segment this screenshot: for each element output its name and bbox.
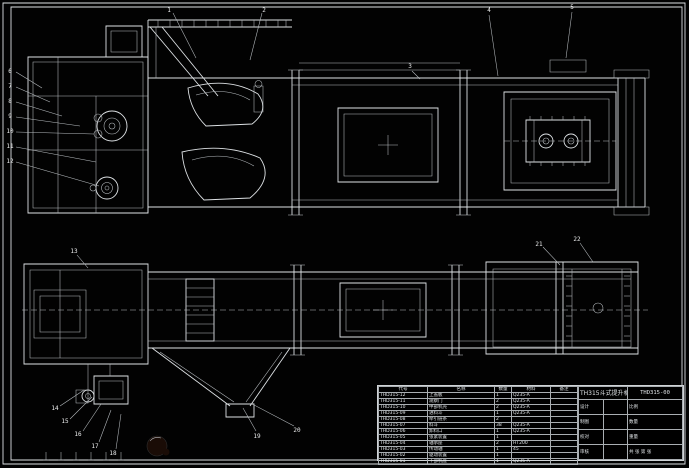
ink-blot xyxy=(147,436,170,456)
fold-marks xyxy=(43,452,124,460)
bom-cell: THD315-01 xyxy=(378,458,428,465)
balloon-number: 15 xyxy=(61,418,69,425)
field-scale: 比例 xyxy=(627,399,683,415)
balloon-number: 18 xyxy=(109,450,117,457)
callout-numbers: 1 2 3 4 5 6 7 8 9 10 11 12 13 14 15 16 1… xyxy=(6,4,581,457)
drawing-title: TH315斗式提升机 xyxy=(578,386,628,400)
field-sheets: 共 张 第 张 xyxy=(627,444,683,460)
balloon-number: 22 xyxy=(573,236,581,243)
balloon-number: 10 xyxy=(6,128,14,135)
field-check: 校对 xyxy=(578,429,604,445)
balloon-number: 7 xyxy=(8,83,12,90)
balloon-number: 6 xyxy=(8,68,12,75)
balloon-number: 1 xyxy=(167,7,171,14)
balloon-number: 3 xyxy=(408,63,412,70)
elevation-view xyxy=(28,20,649,215)
field-weight: 重量 xyxy=(627,429,683,445)
bom-cell: 1 xyxy=(494,458,512,465)
field-design-value xyxy=(602,399,628,415)
balloon-number: 5 xyxy=(570,4,574,11)
balloon-number: 14 xyxy=(51,405,59,412)
field-design: 设计 xyxy=(578,399,604,415)
field-draft: 制图 xyxy=(578,414,604,430)
balloon-number: 11 xyxy=(6,143,14,150)
balloon-number: 9 xyxy=(8,113,12,120)
bom-cell xyxy=(550,458,578,465)
sheet-frame xyxy=(3,3,685,464)
balloon-number: 13 xyxy=(70,248,78,255)
balloon-number: 8 xyxy=(8,98,12,105)
balloon-number: 21 xyxy=(535,241,543,248)
balloon-number: 17 xyxy=(91,443,99,450)
callout-leaders xyxy=(16,12,593,449)
field-approve-value xyxy=(602,444,628,460)
bom-cell: Q235-A xyxy=(511,458,551,465)
balloon-number: 4 xyxy=(487,7,491,14)
title-block: TH315斗式提升机 THD315-00 设计 比例 制图 数量 校对 重量 审… xyxy=(578,386,683,460)
field-draft-value xyxy=(602,414,628,430)
drawing-number: THD315-00 xyxy=(627,386,683,400)
balloon-number: 2 xyxy=(262,7,266,14)
balloon-number: 12 xyxy=(6,158,14,165)
balloon-number: 20 xyxy=(293,427,301,434)
balloon-number: 19 xyxy=(253,433,261,440)
bom-cell: 下部机座 xyxy=(427,458,495,465)
field-approve: 审核 xyxy=(578,444,604,460)
field-check-value xyxy=(602,429,628,445)
field-qty: 数量 xyxy=(627,414,683,430)
balloon-number: 16 xyxy=(74,431,82,438)
plan-view xyxy=(22,262,648,417)
